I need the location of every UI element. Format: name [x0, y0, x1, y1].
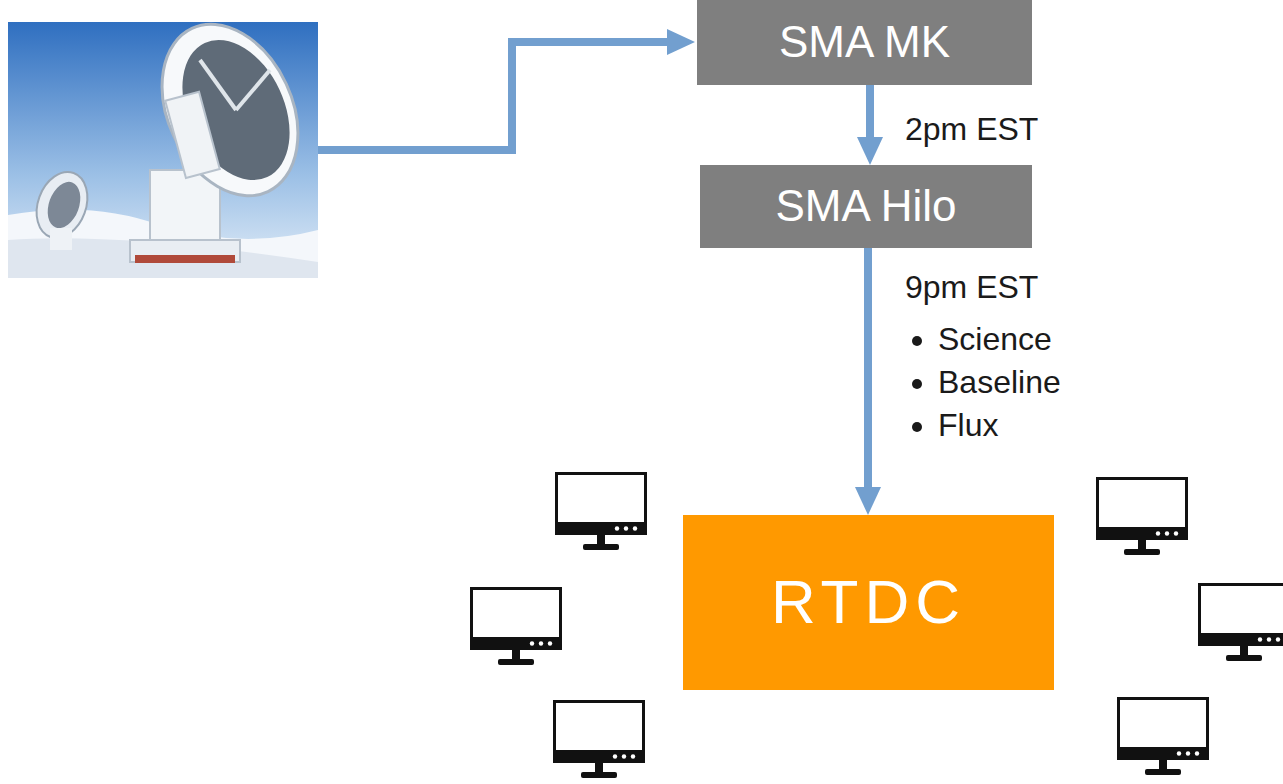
payload-list: ScienceBaselineFlux — [896, 318, 1061, 448]
edge-label: 2pm EST — [905, 110, 1038, 148]
telescope-photo — [8, 22, 318, 278]
monitor-icon — [555, 474, 647, 551]
feed-arrow — [318, 42, 671, 150]
payload-item: Baseline — [938, 361, 1061, 404]
station-box: SMA MK — [697, 0, 1032, 85]
monitor-icon — [553, 702, 645, 779]
payload-item: Science — [938, 318, 1061, 361]
flow-arrow — [864, 248, 872, 491]
station-box: SMA Hilo — [700, 165, 1032, 248]
box-label: SMA MK — [779, 18, 950, 66]
monitor-icons — [470, 474, 1283, 779]
edge-label: 9pm EST — [905, 268, 1038, 306]
payload-item: Flux — [938, 404, 1061, 447]
flow-arrow — [866, 85, 874, 141]
monitor-icon — [1198, 585, 1283, 662]
center-box: RTDC — [683, 515, 1054, 690]
box-label: RTDC — [771, 568, 966, 636]
box-label: SMA Hilo — [776, 182, 957, 230]
monitor-icon — [1117, 699, 1209, 776]
monitor-icon — [470, 589, 562, 666]
monitor-icon — [1096, 479, 1188, 556]
